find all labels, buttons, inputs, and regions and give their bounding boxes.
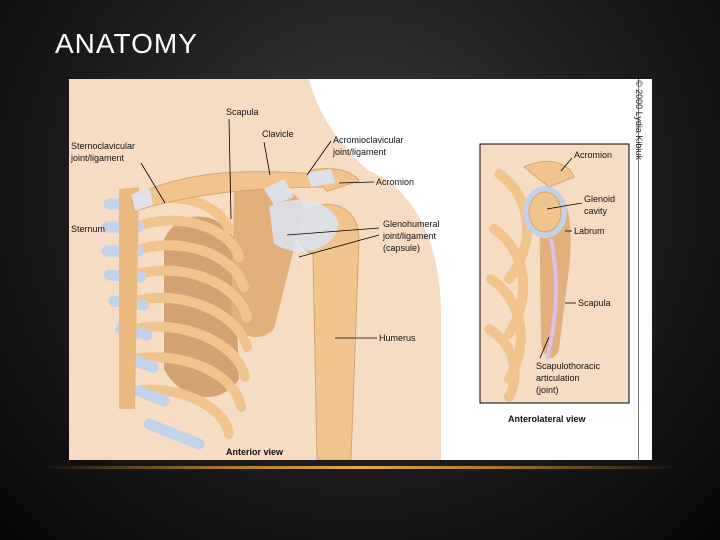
- label-clavicle: Clavicle: [262, 129, 294, 139]
- anterior-leader-lines: [140, 118, 380, 339]
- label-acromion: Acromion: [376, 177, 414, 187]
- inset-label-labrum: Labrum: [574, 226, 605, 236]
- slide-title: ANATOMY: [55, 28, 198, 59]
- credit-strip: [638, 79, 652, 460]
- caption-anterolateral-view: Anterolateral view: [508, 414, 587, 424]
- inset-label-glenoid-1: Glenoid: [584, 194, 615, 204]
- ligaments: [131, 169, 335, 211]
- inset-label-scapulothoracic-1: Scapulothoracic: [536, 361, 601, 371]
- anatomy-figure: Scapula Clavicle Sternoclavicular joint/…: [69, 79, 638, 461]
- label-sternoclavicular-2: joint/ligament: [70, 153, 125, 163]
- inset-leader-lines: [539, 157, 583, 359]
- inset-label-scapula: Scapula: [578, 298, 611, 308]
- sternum-bone: [119, 187, 139, 409]
- label-glenohumeral-2: joint/ligament: [382, 231, 437, 241]
- label-glenohumeral-1: Glenohumeral: [383, 219, 440, 229]
- inset-label-scapulothoracic-3: (joint): [536, 385, 559, 395]
- inset-label-scapulothoracic-2: articulation: [536, 373, 580, 383]
- label-humerus: Humerus: [379, 333, 416, 343]
- label-glenohumeral-3: (capsule): [383, 243, 420, 253]
- anterolateral-inset: [479, 143, 630, 404]
- label-scapula: Scapula: [226, 107, 259, 117]
- inset-scapulothoracic-band: [545, 238, 558, 360]
- inset-label-glenoid-2: cavity: [584, 206, 608, 216]
- label-acromioclavicular-1: Acromioclavicular: [333, 135, 404, 145]
- caption-anterior-view: Anterior view: [226, 447, 284, 457]
- inset-glenoid: [528, 191, 562, 233]
- inset-acromion: [523, 161, 575, 188]
- label-sternum: Sternum: [71, 224, 105, 234]
- image-credit: © 2000 Lydia Kibiuk: [634, 80, 644, 160]
- glenohumeral-capsule: [269, 200, 339, 252]
- label-sternoclavicular-1: Sternoclavicular: [71, 141, 135, 151]
- inset-label-acromion: Acromion: [574, 150, 612, 160]
- shoulder-anatomy-illustration: Scapula Clavicle Sternoclavicular joint/…: [69, 79, 630, 461]
- label-acromioclavicular-2: joint/ligament: [332, 147, 387, 157]
- decorative-underline: [40, 466, 680, 469]
